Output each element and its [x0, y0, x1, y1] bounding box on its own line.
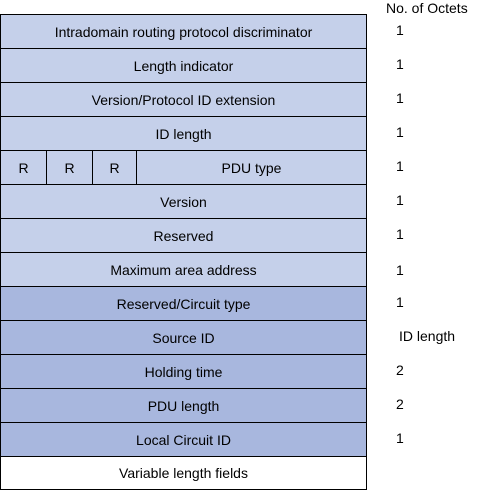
octet-count: 1 [396, 226, 404, 242]
octet-count: 1 [396, 158, 404, 174]
octet-count: 2 [396, 362, 404, 378]
field-label: Reserved/Circuit type [116, 295, 251, 312]
field-row-local-circuit-id: Local Circuit ID [1, 422, 366, 456]
reserved-bit-cell: R [93, 151, 137, 184]
field-row-discriminator: Intradomain routing protocol discriminat… [1, 14, 366, 48]
octet-count: ID length [399, 328, 456, 344]
field-row-source-id: Source ID [1, 320, 366, 354]
field-row-reserved-circuit-type: Reserved/Circuit type [1, 286, 366, 320]
pdu-type-cell: PDU type [137, 151, 366, 184]
field-label: PDU length [147, 397, 220, 414]
octet-count: 1 [396, 192, 404, 208]
field-row-reserved: Reserved [1, 218, 366, 252]
reserved-bit-label: R [18, 159, 29, 176]
octet-count: 1 [396, 22, 404, 38]
field-row-variable-length-fields: Variable length fields [1, 456, 366, 489]
field-label: Local Circuit ID [136, 431, 231, 448]
field-label: Maximum area address [110, 261, 257, 278]
field-row-id-length: ID length [1, 116, 366, 150]
field-label: ID length [155, 125, 212, 142]
reserved-bit-label: R [64, 159, 75, 176]
field-row-pdu-length: PDU length [1, 388, 366, 422]
field-row-pdu-type: R R R PDU type [1, 150, 366, 184]
field-label: PDU type [221, 159, 282, 176]
field-row-length-indicator: Length indicator [1, 48, 366, 82]
reserved-bit-cell: R [1, 151, 47, 184]
octet-count: 2 [396, 396, 404, 412]
field-row-version: Version [1, 184, 366, 218]
field-row-holding-time: Holding time [1, 354, 366, 388]
field-label: Variable length fields [119, 465, 248, 481]
field-label: Holding time [144, 363, 223, 380]
field-table: Intradomain routing protocol discriminat… [0, 14, 367, 490]
field-label: Intradomain routing protocol discriminat… [54, 23, 313, 40]
octet-count: 1 [396, 430, 404, 446]
octet-count: 1 [396, 124, 404, 140]
reserved-bit-label: R [109, 159, 120, 176]
field-label: Length indicator [133, 57, 234, 74]
field-row-maximum-area-address: Maximum area address [1, 252, 366, 286]
octet-count: 1 [396, 90, 404, 106]
field-label: Version [160, 193, 207, 210]
field-label: Source ID [152, 329, 215, 346]
field-label: Reserved [153, 227, 214, 244]
reserved-bit-cell: R [47, 151, 93, 184]
octet-count: 1 [396, 294, 404, 310]
octets-column-header: No. of Octets [386, 0, 468, 16]
octet-count: 1 [396, 56, 404, 72]
field-row-version-protocol-id-extension: Version/Protocol ID extension [1, 82, 366, 116]
field-label: Version/Protocol ID extension [91, 91, 276, 108]
octet-count: 1 [396, 262, 404, 278]
